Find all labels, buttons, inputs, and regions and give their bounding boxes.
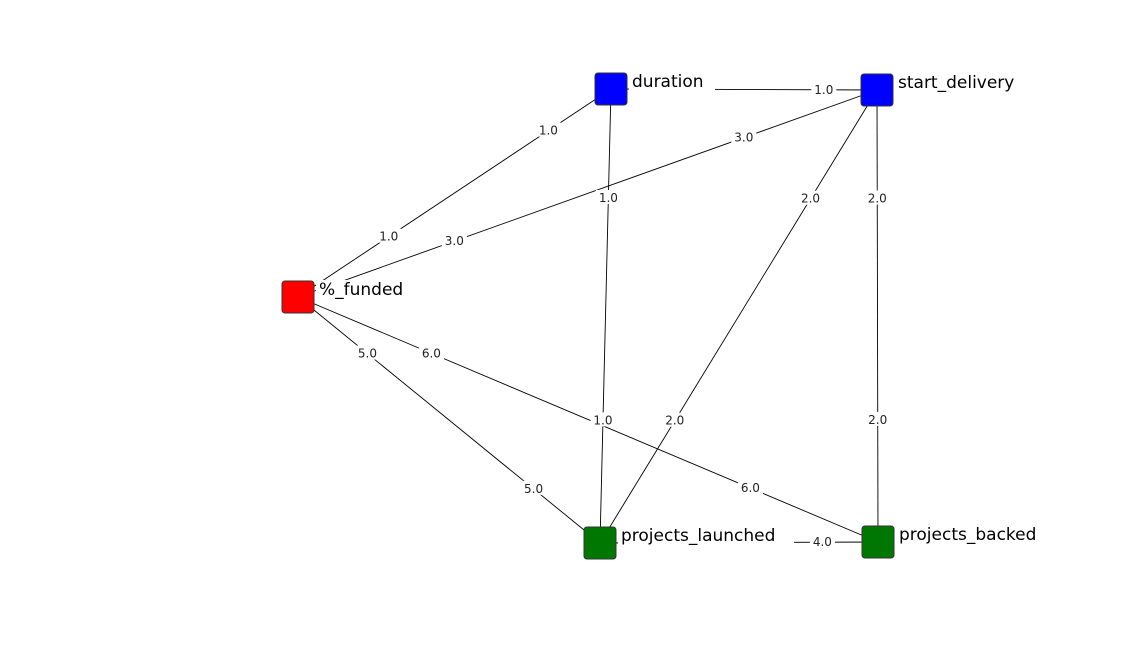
edge-label-background bbox=[418, 345, 444, 360]
edge-label-background bbox=[809, 534, 835, 549]
edge-label-background bbox=[590, 412, 616, 427]
node-box[interactable] bbox=[860, 73, 894, 107]
node-label-background bbox=[316, 280, 402, 300]
edge-label-background bbox=[865, 411, 891, 426]
edge-weight-label: 2.0 bbox=[665, 414, 684, 428]
node-box[interactable] bbox=[861, 525, 895, 559]
edge-label-background bbox=[535, 122, 561, 137]
edge-weight-label: 1.0 bbox=[599, 191, 618, 205]
edge-funded-projects_backed bbox=[297, 296, 879, 543]
edge-funded-projects_launched bbox=[297, 296, 601, 544]
edge-labels-layer: 1.0 1.0 1.0 3.0 3.0 1.0 1.0 2.0 2.0 2.0 2.0 5.0 5.0 6… bbox=[354, 81, 891, 549]
node-funded[interactable]: %_funded bbox=[281, 280, 403, 314]
edge-funded-start_delivery bbox=[297, 89, 878, 298]
edge-start_delivery-projects_launched bbox=[599, 89, 878, 544]
node-duration[interactable]: duration bbox=[594, 72, 715, 106]
edge-weight-label: 1.0 bbox=[379, 230, 398, 244]
edge-weight-label: 3.0 bbox=[445, 234, 464, 248]
node-label: projects_launched bbox=[621, 526, 775, 546]
edge-weight-label: 6.0 bbox=[741, 481, 760, 495]
node-box[interactable] bbox=[594, 72, 628, 106]
edge-label-background bbox=[737, 480, 763, 495]
edge-label-background bbox=[662, 412, 688, 427]
edge-funded-duration bbox=[297, 88, 612, 298]
node-start-delivery[interactable]: start_delivery bbox=[860, 73, 1041, 107]
edge-label-background bbox=[354, 345, 380, 360]
node-label-background bbox=[895, 73, 1041, 93]
edge-label-background bbox=[595, 189, 621, 204]
node-label: start_delivery bbox=[898, 73, 1014, 93]
edge-label-background bbox=[376, 228, 402, 243]
edge-weight-label: 1.0 bbox=[539, 124, 558, 138]
node-projects-launched[interactable]: projects_launched bbox=[583, 526, 794, 560]
node-box[interactable] bbox=[583, 526, 617, 560]
edge-duration-projects_launched bbox=[599, 88, 612, 544]
edge-weight-label: 5.0 bbox=[524, 482, 543, 496]
edge-weight-label: 1.0 bbox=[814, 83, 833, 97]
edge-weight-label: 1.0 bbox=[593, 413, 612, 427]
node-label: %_funded bbox=[319, 280, 403, 300]
node-label-background bbox=[896, 525, 1052, 545]
node-label: projects_backed bbox=[899, 525, 1036, 545]
edge-weight-label: 4.0 bbox=[813, 535, 832, 549]
edge-label-background bbox=[731, 129, 757, 144]
node-box[interactable] bbox=[281, 280, 315, 314]
edge-weight-label: 6.0 bbox=[422, 346, 441, 360]
edge-start_delivery-projects_backed bbox=[876, 89, 879, 543]
edge-label-background bbox=[798, 190, 824, 205]
edge-weight-label: 2.0 bbox=[868, 191, 887, 205]
node-label-background bbox=[629, 72, 715, 92]
edges-layer bbox=[297, 88, 879, 544]
edge-weight-label: 2.0 bbox=[801, 192, 820, 206]
node-label: duration bbox=[632, 72, 704, 92]
edge-weight-label: 2.0 bbox=[868, 413, 887, 427]
node-label-background bbox=[618, 526, 794, 546]
edge-weight-label: 3.0 bbox=[734, 131, 753, 145]
nodes-layer: %_funded duration start_delivery projects_l… bbox=[281, 72, 1052, 560]
edge-weight-label: 5.0 bbox=[358, 347, 377, 361]
edge-label-background bbox=[521, 480, 547, 495]
edge-label-background bbox=[864, 190, 890, 205]
edge-label-background bbox=[441, 233, 467, 248]
node-projects-backed[interactable]: projects_backed bbox=[861, 525, 1052, 559]
edge-label-background bbox=[811, 81, 837, 96]
